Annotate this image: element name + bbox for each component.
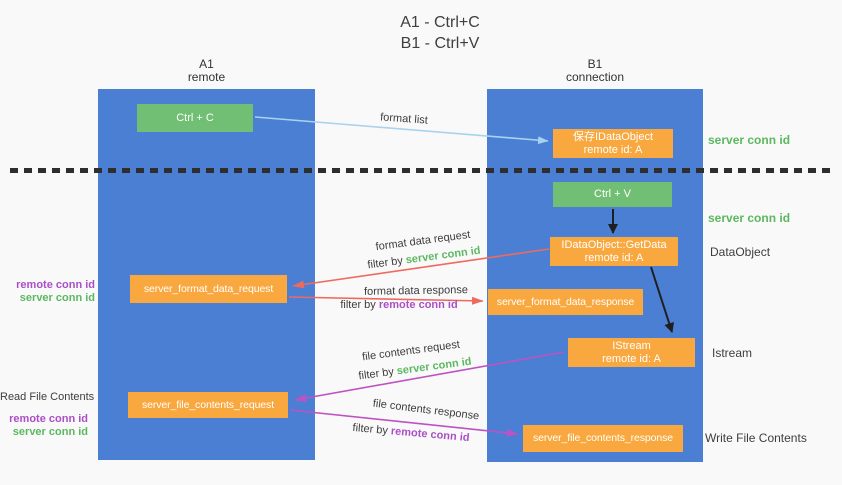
- node-save-idataobject: 保存IDataObject remote id: A: [553, 129, 673, 158]
- node-ctrl-c-label: Ctrl + C: [176, 111, 214, 124]
- annotation-server-conn-id-mid: server conn id: [708, 211, 791, 225]
- annotation-server-conn-id-left-bottom: server conn id: [12, 426, 88, 438]
- annotation-left-bottom: Read File Contents remote conn id server…: [0, 391, 95, 439]
- annotation-server-conn-id-left-mid: server conn id: [19, 292, 95, 304]
- node-server-format-data-request: server_format_data_request: [130, 275, 287, 303]
- separator-dotted-line: [10, 168, 835, 173]
- node-format-response-label: server_format_data_response: [496, 295, 635, 308]
- node-getdata-line1: IDataObject::GetData: [561, 238, 667, 251]
- node-ctrl-c: Ctrl + C: [137, 104, 253, 132]
- annotation-remote-conn-id-bottom: remote conn id: [9, 413, 88, 425]
- diagram-title: A1 - Ctrl+C B1 - Ctrl+V: [300, 12, 580, 54]
- node-server-file-contents-response: server_file_contents_response: [523, 425, 683, 452]
- node-save-idataobject-line1: 保存IDataObject: [572, 130, 654, 143]
- node-save-idataobject-line2: remote id: A: [583, 143, 643, 156]
- annotation-left-mid: remote conn id server conn id: [5, 279, 95, 305]
- node-file-request-label: server_file_contents_request: [141, 398, 275, 411]
- arrow-file-contents-request: [294, 351, 565, 403]
- annotation-istream: Istream: [712, 346, 753, 360]
- annotation-write-file-contents: Write File Contents: [705, 431, 807, 445]
- annotation-dataobject: DataObject: [710, 245, 771, 259]
- arrow-format-list: [254, 116, 549, 145]
- arrow-format-data-response: [288, 296, 484, 305]
- arrow-getdata-to-istream: [650, 266, 674, 333]
- node-getdata-line2: remote id: A: [584, 251, 644, 264]
- node-ctrl-v: Ctrl + V: [553, 182, 672, 207]
- node-idataobject-getdata: IDataObject::GetData remote id: A: [550, 237, 678, 266]
- node-istream: IStream remote id: A: [568, 338, 695, 367]
- annotation-read-file-contents: Read File Contents: [0, 391, 95, 403]
- title-line-2: B1 - Ctrl+V: [400, 35, 480, 52]
- arrow-file-contents-response: [289, 409, 519, 437]
- annotation-server-conn-id-top: server conn id: [708, 133, 791, 147]
- node-istream-line1: IStream: [612, 339, 651, 352]
- lane-a1-subtitle: remote: [187, 70, 226, 84]
- node-server-file-contents-request: server_file_contents_request: [128, 392, 288, 418]
- arrow-format-data-request: [292, 248, 550, 289]
- node-format-request-label: server_format_data_request: [143, 282, 274, 295]
- label-format-data-response: format data response: [363, 284, 469, 298]
- node-istream-line2: remote id: A: [602, 352, 661, 365]
- remote-conn-id-text: remote conn id: [378, 299, 458, 311]
- annotation-remote-conn-id-mid: remote conn id: [16, 279, 95, 291]
- label-filter-by-remote-1: filter by remote conn id: [340, 299, 457, 311]
- node-ctrl-v-label: Ctrl + V: [594, 188, 631, 200]
- filter-by-text: filter by: [340, 299, 379, 311]
- lane-a1-title: A1: [199, 57, 214, 71]
- node-server-format-data-response: server_format_data_response: [488, 289, 643, 315]
- lane-header-b1: B1 connection: [487, 58, 703, 84]
- node-file-response-label: server_file_contents_response: [532, 432, 674, 444]
- lane-header-a1: A1 remote: [98, 58, 315, 84]
- title-line-1: A1 - Ctrl+C: [400, 14, 480, 31]
- lane-b1-title: B1: [587, 57, 603, 71]
- lane-b1-subtitle: connection: [565, 70, 625, 84]
